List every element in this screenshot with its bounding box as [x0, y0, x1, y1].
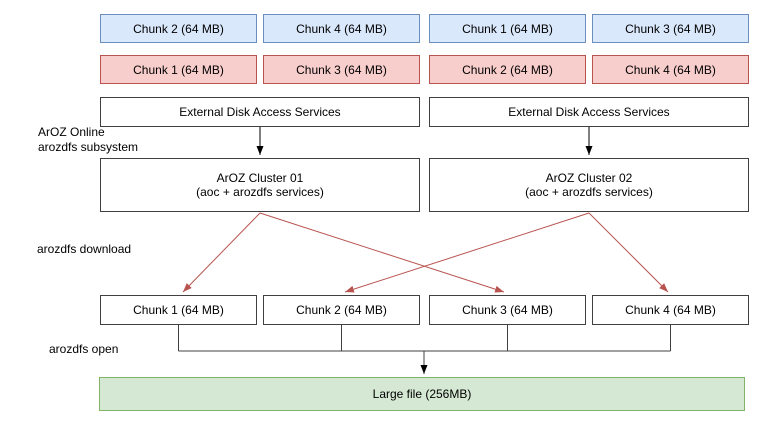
external-disk-access-services-box-01: External Disk Access Services: [100, 97, 420, 127]
stored-chunk-box-red: Chunk 4 (64 MB): [592, 55, 749, 84]
large-file-box: Large file (256MB): [99, 377, 745, 411]
downloaded-chunk-box: Chunk 4 (64 MB): [592, 295, 749, 325]
stored-chunk-box-blue: Chunk 4 (64 MB): [263, 14, 420, 43]
external-disk-access-services-box-02: External Disk Access Services: [429, 97, 749, 127]
stored-chunk-box-red: Chunk 1 (64 MB): [100, 55, 257, 84]
stored-chunk-box-blue: Chunk 1 (64 MB): [429, 14, 586, 43]
cluster-title: ArOZ Cluster 01: [216, 171, 304, 185]
arrow-cluster01-to-chunk3: [259, 212, 505, 293]
arrow-cluster02-to-chunk4: [588, 212, 669, 293]
stored-chunk-box-red: Chunk 2 (64 MB): [429, 55, 586, 84]
chunk-label: Chunk 2 (64 MB): [133, 21, 224, 36]
chunk-label: Chunk 4 (64 MB): [625, 303, 716, 317]
chunk-label: Chunk 1 (64 MB): [133, 62, 224, 77]
aroz-cluster-01-box: ArOZ Cluster 01 (aoc + arozdfs services): [100, 158, 420, 212]
stored-chunk-box-red: Chunk 3 (64 MB): [263, 55, 420, 84]
chunk-label: Chunk 2 (64 MB): [462, 62, 553, 77]
cluster-title: ArOZ Cluster 02: [545, 171, 633, 185]
downloaded-chunk-box: Chunk 2 (64 MB): [263, 295, 420, 325]
downloaded-chunk-box: Chunk 3 (64 MB): [429, 295, 586, 325]
chunk-label: Chunk 4 (64 MB): [296, 21, 387, 36]
subsystem-label-line1: ArOZ Online: [38, 125, 105, 139]
chunk-label: Chunk 1 (64 MB): [462, 21, 553, 36]
chunk-label: Chunk 3 (64 MB): [462, 303, 553, 317]
chunk-label: Chunk 4 (64 MB): [625, 62, 716, 77]
merge-connector-lines: [178, 325, 671, 352]
open-step-label: arozdfs open: [49, 342, 119, 356]
chunk-label: Chunk 3 (64 MB): [296, 62, 387, 77]
subsystem-label: ArOZ Online arozdfs subsystem: [38, 125, 138, 155]
download-step-label: arozdfs download: [37, 242, 132, 256]
chunk-label: Chunk 1 (64 MB): [133, 303, 224, 317]
subsystem-label-line2: arozdfs subsystem: [38, 140, 139, 154]
arrow-cluster02-to-chunk2: [344, 212, 590, 293]
cluster-subtitle: (aoc + arozdfs services): [525, 185, 653, 199]
cluster-subtitle: (aoc + arozdfs services): [196, 185, 324, 199]
stored-chunk-box-blue: Chunk 2 (64 MB): [100, 14, 257, 43]
arrow-cluster01-to-chunk1: [182, 212, 261, 293]
chunk-label: Chunk 2 (64 MB): [296, 303, 387, 317]
aroz-cluster-02-box: ArOZ Cluster 02 (aoc + arozdfs services): [429, 158, 749, 212]
stored-chunk-box-blue: Chunk 3 (64 MB): [592, 14, 749, 43]
external-service-label: External Disk Access Services: [179, 105, 341, 119]
chunk-label: Chunk 3 (64 MB): [625, 21, 716, 36]
external-service-label: External Disk Access Services: [508, 105, 670, 119]
large-file-label: Large file (256MB): [372, 387, 472, 401]
downloaded-chunk-box: Chunk 1 (64 MB): [100, 295, 257, 325]
